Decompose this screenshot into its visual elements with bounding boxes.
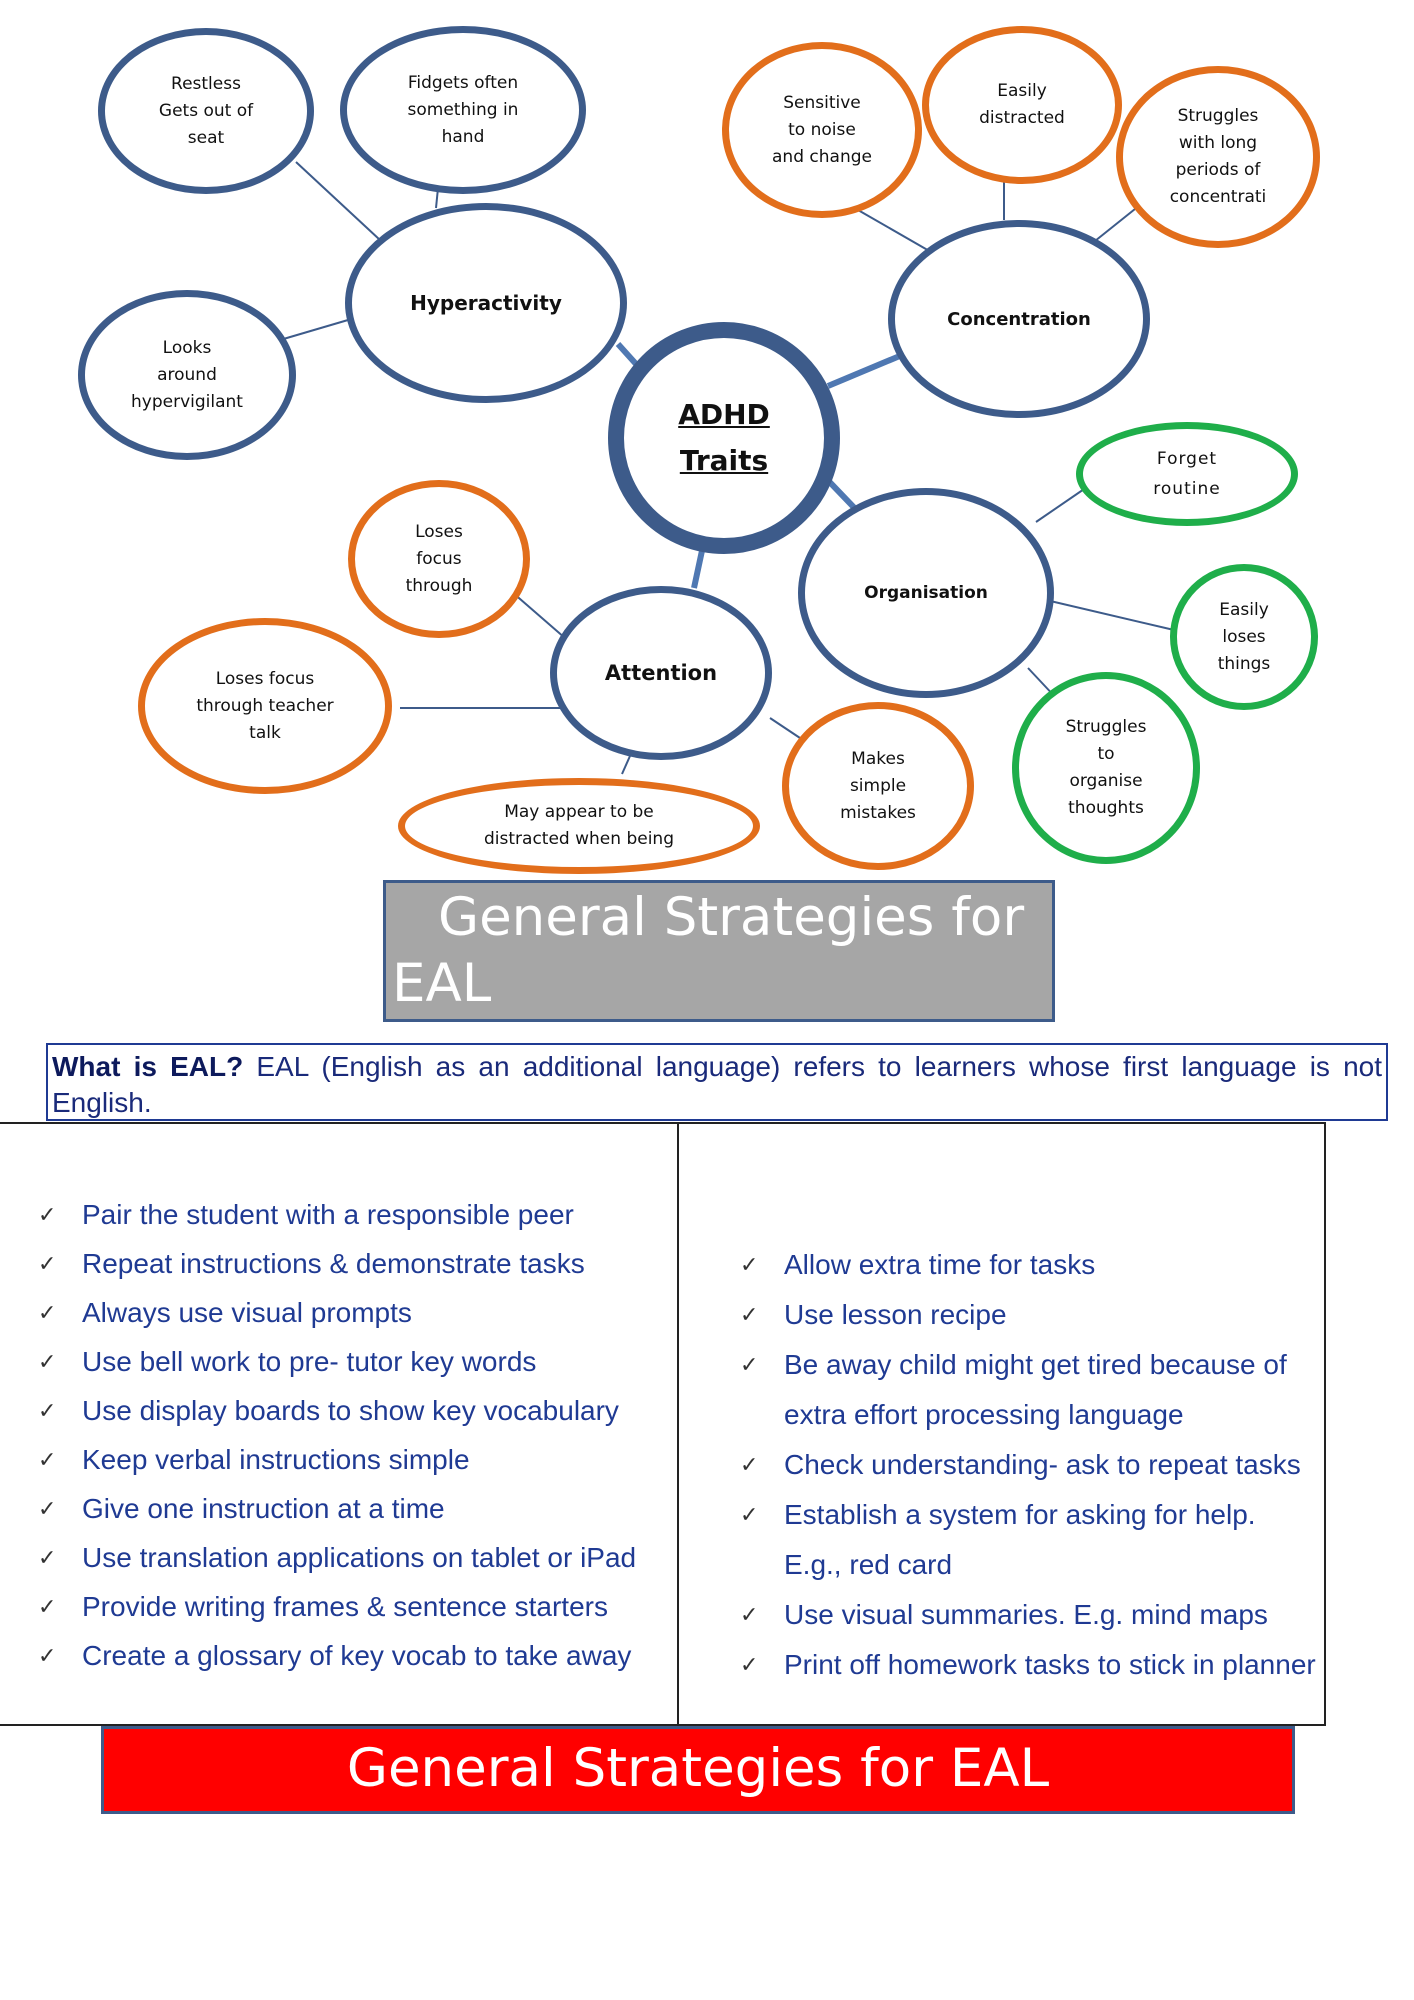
- hyperactivity-node: Hyperactivity: [345, 203, 627, 403]
- list-item: ✓Use lesson recipe: [740, 1290, 1320, 1340]
- loses-focus-teacher-talk-node: Loses focus through teacher talk: [138, 618, 392, 794]
- adhd-traits-mind-map: ADHD Traits Hyperactivity Concentration …: [0, 0, 1414, 880]
- check-icon: ✓: [38, 1202, 57, 1227]
- struggles-long-periods-node: Struggles with long periods of concentra…: [1116, 66, 1320, 248]
- list-item-continuation: E.g., red card: [784, 1549, 953, 1580]
- loses-focus-through-node: Loses focus through: [348, 480, 530, 638]
- list-item: ✓Use translation applications on tablet …: [38, 1533, 678, 1582]
- list-item: ✓Allow extra time for tasks: [740, 1240, 1320, 1290]
- forget-routine-node: Forget routine: [1076, 422, 1298, 526]
- check-icon: ✓: [38, 1300, 57, 1325]
- strategies-right-list: ✓Allow extra time for tasks ✓Use lesson …: [740, 1240, 1320, 1682]
- looks-around-node: Looks around hypervigilant: [78, 290, 296, 460]
- check-icon: ✓: [740, 1452, 759, 1477]
- table-right-border: [1324, 1124, 1326, 1724]
- general-strategies-banner-bottom: General Strategies for EAL: [101, 1726, 1295, 1814]
- check-icon: ✓: [740, 1602, 759, 1627]
- check-icon: ✓: [740, 1352, 759, 1377]
- list-item: ✓Check understanding- ask to repeat task…: [740, 1440, 1320, 1490]
- check-icon: ✓: [740, 1502, 759, 1527]
- list-item: ✓Always use visual prompts: [38, 1288, 678, 1337]
- column-divider: [677, 1124, 679, 1724]
- eal-definition-box: What is EAL? EAL (English as an addition…: [46, 1043, 1388, 1121]
- check-icon: ✓: [38, 1398, 57, 1423]
- sensitive-to-noise-node: Sensitive to noise and change: [722, 42, 922, 218]
- list-item: ✓Use bell work to pre- tutor key words: [38, 1337, 678, 1386]
- fidgets-node: Fidgets often something in hand: [340, 26, 586, 194]
- check-icon: ✓: [38, 1447, 57, 1472]
- list-item: ✓Provide writing frames & sentence start…: [38, 1582, 678, 1631]
- easily-loses-things-node: Easily loses things: [1170, 564, 1318, 710]
- check-icon: ✓: [38, 1643, 57, 1668]
- center-label: ADHD Traits: [678, 398, 770, 477]
- list-item: ✓Be away child might get tired because o…: [740, 1340, 1320, 1390]
- check-icon: ✓: [740, 1302, 759, 1327]
- check-icon: ✓: [38, 1496, 57, 1521]
- list-item: ✓Repeat instructions & demonstrate tasks: [38, 1239, 678, 1288]
- banner-top-line2: EAL: [392, 953, 492, 1014]
- attention-label: Attention: [604, 660, 718, 685]
- list-item: ✓Pair the student with a responsible pee…: [38, 1190, 678, 1239]
- check-icon: ✓: [740, 1252, 759, 1277]
- easily-distracted-node: Easily distracted: [922, 26, 1122, 184]
- list-item: ✓Print off homework tasks to stick in pl…: [740, 1649, 1316, 1680]
- organisation-node: Organisation: [798, 488, 1054, 698]
- list-item: ✓Use display boards to show key vocabula…: [38, 1386, 678, 1435]
- attention-node: Attention: [550, 586, 772, 760]
- organisation-label: Organisation: [864, 582, 988, 603]
- check-icon: ✓: [38, 1349, 57, 1374]
- general-strategies-banner-top: General Strategies for EAL: [383, 880, 1055, 1022]
- strategies-table: ✓Pair the student with a responsible pee…: [0, 1122, 1326, 1726]
- restless-node: Restless Gets out of seat: [98, 28, 314, 194]
- banner-bottom-label: General Strategies for EAL: [346, 1738, 1050, 1799]
- check-icon: ✓: [740, 1652, 759, 1677]
- eal-answer: EAL (English as an additional language) …: [52, 1051, 1382, 1118]
- eal-question: What is EAL?: [52, 1051, 244, 1082]
- concentration-label: Concentration: [947, 308, 1091, 330]
- hyperactivity-label: Hyperactivity: [410, 290, 562, 315]
- strategies-left-list: ✓Pair the student with a responsible pee…: [38, 1190, 678, 1680]
- list-item: ✓Use visual summaries. E.g. mind maps: [740, 1590, 1320, 1640]
- check-icon: ✓: [38, 1545, 57, 1570]
- list-item: ✓Give one instruction at a time: [38, 1484, 678, 1533]
- list-item: ✓Keep verbal instructions simple: [38, 1435, 678, 1484]
- list-item: ✓Establish a system for asking for help.: [740, 1490, 1320, 1540]
- check-icon: ✓: [38, 1251, 57, 1276]
- may-appear-distracted-node: May appear to be distracted when being: [398, 778, 760, 874]
- list-item-continuation: extra effort processing language: [784, 1399, 1184, 1430]
- struggles-to-organise-node: Struggles to organise thoughts: [1012, 672, 1200, 864]
- banner-top-line1: General Strategies for: [438, 887, 1025, 948]
- makes-simple-mistakes-node: Makes simple mistakes: [782, 702, 974, 870]
- concentration-node: Concentration: [888, 220, 1150, 418]
- list-item: ✓Create a glossary of key vocab to take …: [38, 1631, 678, 1680]
- adhd-traits-center-node: ADHD Traits: [608, 322, 840, 554]
- check-icon: ✓: [38, 1594, 57, 1619]
